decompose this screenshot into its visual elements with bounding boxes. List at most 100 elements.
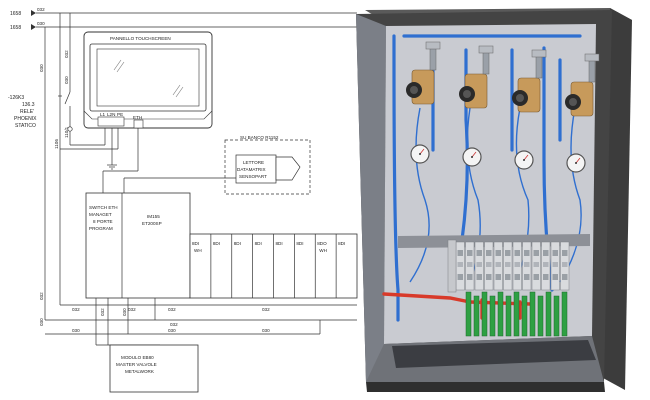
terminal-block — [512, 241, 522, 291]
switch-drop-label-1: 032 — [100, 308, 105, 316]
bus-label-1: 032 — [72, 307, 80, 312]
terminal-block — [531, 241, 541, 291]
green-fitting — [505, 295, 512, 337]
green-fitting — [521, 295, 528, 337]
green-fitting — [481, 291, 488, 337]
terminal-block — [522, 241, 532, 291]
panel-port-l2n: L2N — [107, 112, 115, 117]
switch-line2: MANAGET — [89, 212, 112, 217]
terminal-arrow-1 — [31, 10, 36, 16]
gauge — [462, 147, 482, 167]
pressure-gauges — [410, 144, 586, 173]
reader-line1: LETTORE — [243, 160, 264, 165]
touchscreen-panel: PANNELLO TOUCHSCREEN L1 L2N PE ETH — [83, 31, 213, 129]
terminal-block — [550, 241, 560, 291]
terminal-arrow-2 — [31, 24, 36, 30]
switch-line1: SWITCH ETH — [89, 205, 118, 210]
panel-title: PANNELLO TOUCHSCREEN — [110, 36, 171, 41]
module-sub-label: WH — [319, 248, 327, 253]
regulator-unit — [512, 49, 547, 113]
relay-label-line3: RELE' — [20, 109, 34, 115]
green-fitting — [553, 295, 560, 337]
bus-label-8: 030 — [262, 328, 270, 333]
bus-label-2: 032 — [128, 307, 136, 312]
terminal-block — [560, 241, 570, 291]
cable-gland-plate — [392, 340, 596, 368]
bus-label-3: 032 — [168, 307, 176, 312]
green-fitting — [497, 291, 504, 337]
gauge — [514, 150, 534, 170]
relay-label-line2: 136.3 — [22, 102, 35, 108]
bus-label-7: 030 — [168, 328, 176, 333]
wire-label-relay-branch-3: 110/1 — [64, 126, 69, 138]
terminal-block — [455, 241, 465, 291]
regulator-unit — [459, 45, 494, 109]
im155-line2: ET200SP — [142, 221, 162, 226]
relay-label-line1: -126K3 — [8, 95, 24, 101]
wire-label-relay-branch-2: 030 — [64, 76, 69, 84]
cabinet-right-side — [603, 8, 632, 390]
panel-port-pe: PE — [117, 112, 123, 117]
green-fitting — [529, 291, 536, 337]
panel-port-l1: L1 — [100, 112, 106, 117]
bus-label-5: 032 — [170, 322, 178, 327]
terminal-label-2: 1658 — [10, 25, 21, 31]
switch-line4: PROGRAM — [89, 226, 113, 231]
pipe-fitting — [425, 41, 441, 50]
valve-line2: MASTER VALVOLE — [116, 362, 157, 367]
green-fitting — [473, 295, 480, 337]
gauge — [410, 144, 430, 164]
panel-eth-port — [133, 119, 144, 129]
terminal-block — [493, 241, 503, 291]
terminal-block — [541, 241, 551, 291]
cabinet-render — [356, 8, 632, 392]
relay-label-line5: STATICO — [15, 123, 36, 129]
terminal-label-1: 1658 — [10, 11, 21, 17]
valve-module-eb80: MODULO EB80 MASTER VALVOLE METALWORK — [109, 344, 199, 393]
switch-and-im155-block: SWITCH ETH MANAGET 8 PORTE PROGRAM IM155… — [85, 192, 191, 299]
terminal-block — [503, 241, 513, 291]
im155-line1: IM155 — [147, 214, 160, 219]
module-type-label: 8DO — [317, 241, 327, 246]
interface-module — [447, 239, 457, 293]
module-type-label: 8DI — [296, 241, 303, 246]
bus-label-6: 030 — [72, 328, 80, 333]
regulator-unit — [406, 41, 441, 105]
module-type-label: 8DI — [213, 241, 220, 246]
wire-label-top-2: 030 — [37, 21, 45, 26]
gauge — [566, 153, 586, 173]
bus-label-4: 032 — [262, 307, 270, 312]
electrical-schematic: 1658 1658 032 030 030 032 030 110/1 1106… — [8, 7, 358, 393]
green-fitting — [465, 291, 472, 337]
green-fitting — [489, 295, 496, 337]
module-sub-label: WH — [194, 248, 202, 253]
module-type-label: 8DI — [234, 241, 241, 246]
module-type-label: 8DI — [255, 241, 262, 246]
green-fitting — [561, 291, 568, 337]
bus-label-left-2: 030 — [39, 318, 44, 326]
terminal-block — [484, 241, 494, 291]
pipe-fitting — [478, 45, 494, 54]
pipe-fitting — [531, 49, 547, 58]
banco-title: SU BANCO R1152 — [240, 135, 279, 140]
reader-line2: DATAMATRIX — [237, 167, 266, 172]
switch-drop-label-2: 030 — [122, 308, 127, 316]
pneumatic-blue-lines — [392, 34, 582, 322]
green-fitting — [513, 291, 520, 337]
module-type-label: 8DI — [192, 241, 199, 246]
valve-output-fittings — [465, 291, 568, 337]
io-terminal-blocks — [447, 239, 570, 293]
valve-line3: METALWORK — [125, 369, 155, 374]
green-fitting — [545, 291, 552, 337]
terminal-block — [465, 241, 475, 291]
cabinet-left-wall — [356, 14, 386, 382]
module-type-label: 8DI — [276, 241, 283, 246]
banco-r1152-group: SU BANCO R1152 LETTORE DATAMATRIX SENSOP… — [224, 135, 311, 195]
module-type-label: 8DI — [338, 241, 345, 246]
io-module-strip: 8DI WH 8DI 8DI 8DI 8DI 8DI 8DO WH 8DI — [189, 233, 358, 299]
green-fitting — [537, 295, 544, 337]
regulator-unit — [565, 53, 600, 117]
wire-label-relay-branch: 032 — [64, 50, 69, 58]
panel-power-terminal — [97, 116, 125, 127]
